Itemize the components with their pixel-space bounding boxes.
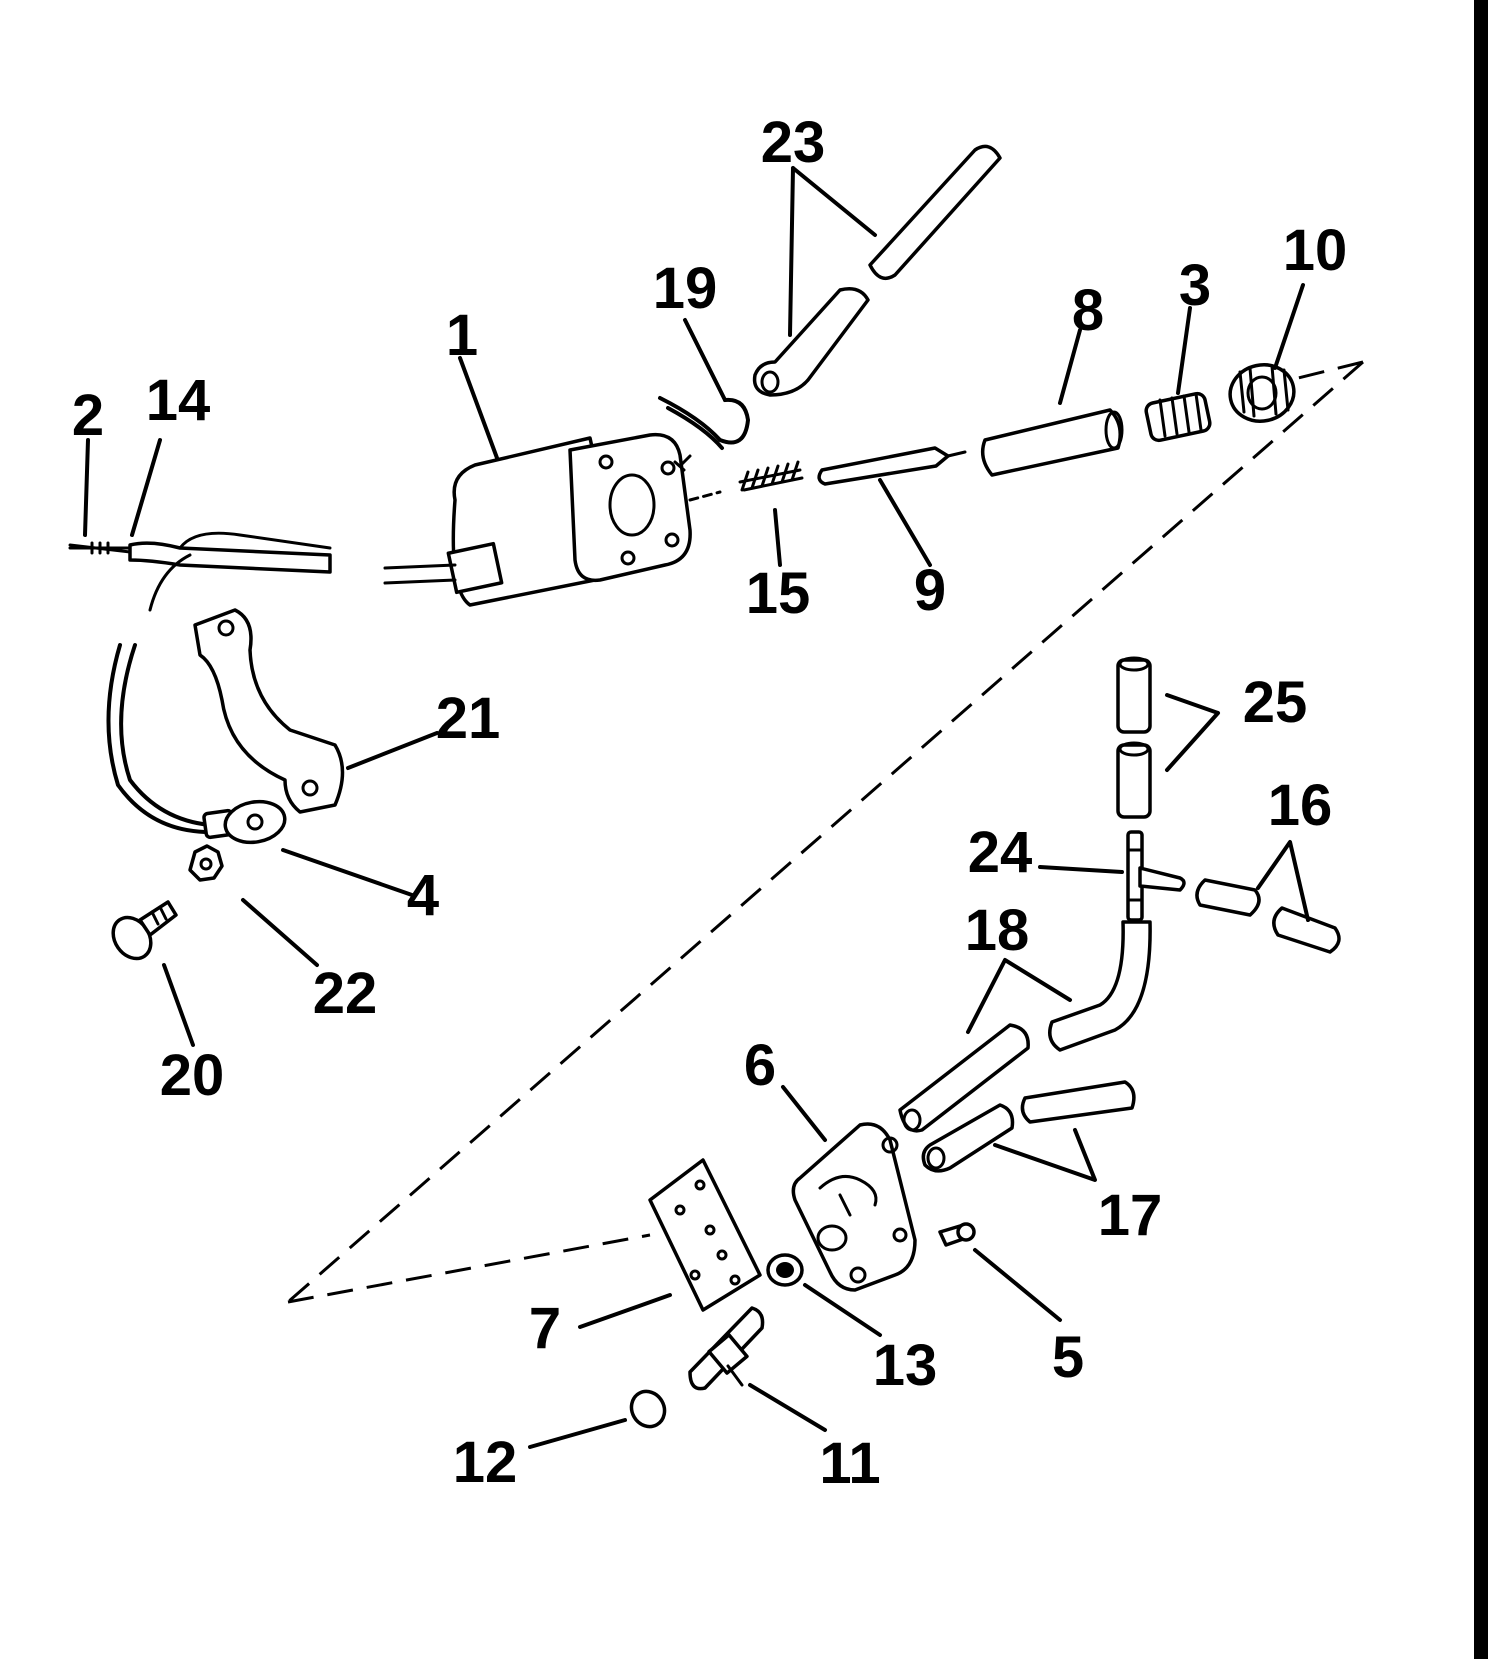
part-13-washer — [766, 1253, 804, 1287]
label-part-20: 20 — [160, 1043, 225, 1108]
part-5-screw — [938, 1222, 976, 1247]
label-part-17: 17 — [1098, 1183, 1163, 1248]
part-14-wire-leads — [128, 531, 332, 612]
part-21-bracket — [193, 608, 345, 814]
label-part-12: 12 — [453, 1430, 518, 1495]
label-part-2: 2 — [72, 383, 104, 448]
label-part-22: 22 — [313, 961, 378, 1026]
label-part-1: 1 — [446, 303, 478, 368]
part-3-spring — [1144, 391, 1212, 443]
part-18-hoses — [898, 920, 1152, 1133]
part-16-hose-pieces — [1195, 878, 1341, 954]
part-20-screw — [111, 900, 178, 961]
label-part-6: 6 — [744, 1033, 776, 1098]
part-9-plunger — [817, 446, 967, 486]
part-23-hoses — [752, 144, 1002, 397]
label-part-5: 5 — [1052, 1325, 1084, 1390]
part-15-spring — [738, 460, 804, 492]
label-part-13: 13 — [873, 1333, 938, 1398]
part-12-cap — [629, 1389, 667, 1429]
label-part-23: 23 — [761, 110, 826, 175]
part-17-hoses — [921, 1080, 1136, 1173]
part-19-clip — [658, 396, 750, 450]
part-2-wire-terminal — [68, 541, 132, 555]
label-part-11: 11 — [819, 1431, 880, 1496]
label-part-24: 24 — [968, 820, 1033, 885]
label-part-18: 18 — [965, 898, 1030, 963]
part-11-valve-fitting — [688, 1306, 765, 1391]
label-part-8: 8 — [1072, 278, 1104, 343]
label-part-19: 19 — [653, 256, 718, 321]
label-part-21: 21 — [436, 686, 501, 751]
label-part-9: 9 — [914, 558, 946, 623]
part-22-nut — [188, 844, 224, 882]
part-labels: 23 19 1 8 3 10 2 14 15 9 21 4 22 20 25 1… — [72, 110, 1347, 1496]
part-10-cap-nut — [1228, 363, 1296, 423]
part-7-gasket — [648, 1158, 762, 1312]
part-25-hose-pieces — [1116, 656, 1152, 819]
label-part-16: 16 — [1268, 773, 1333, 838]
part-6-pump-body — [791, 1122, 917, 1292]
part-24-tee-fitting — [1126, 830, 1186, 922]
label-part-10: 10 — [1283, 218, 1348, 283]
part-8-cylinder — [980, 408, 1124, 477]
leader-lines — [83, 166, 1310, 1449]
ground-wire — [106, 643, 287, 845]
label-part-4: 4 — [407, 863, 439, 928]
label-part-3: 3 — [1179, 253, 1211, 318]
label-part-25: 25 — [1243, 670, 1308, 735]
label-part-14: 14 — [146, 368, 211, 433]
label-part-15: 15 — [746, 561, 811, 626]
dashed-assembly-line-top — [1289, 360, 1364, 382]
part-1-pump-motor — [383, 432, 722, 607]
dashed-assembly-line-lower — [287, 1233, 651, 1304]
label-part-7: 7 — [529, 1296, 561, 1361]
border-rule — [1474, 0, 1488, 1659]
